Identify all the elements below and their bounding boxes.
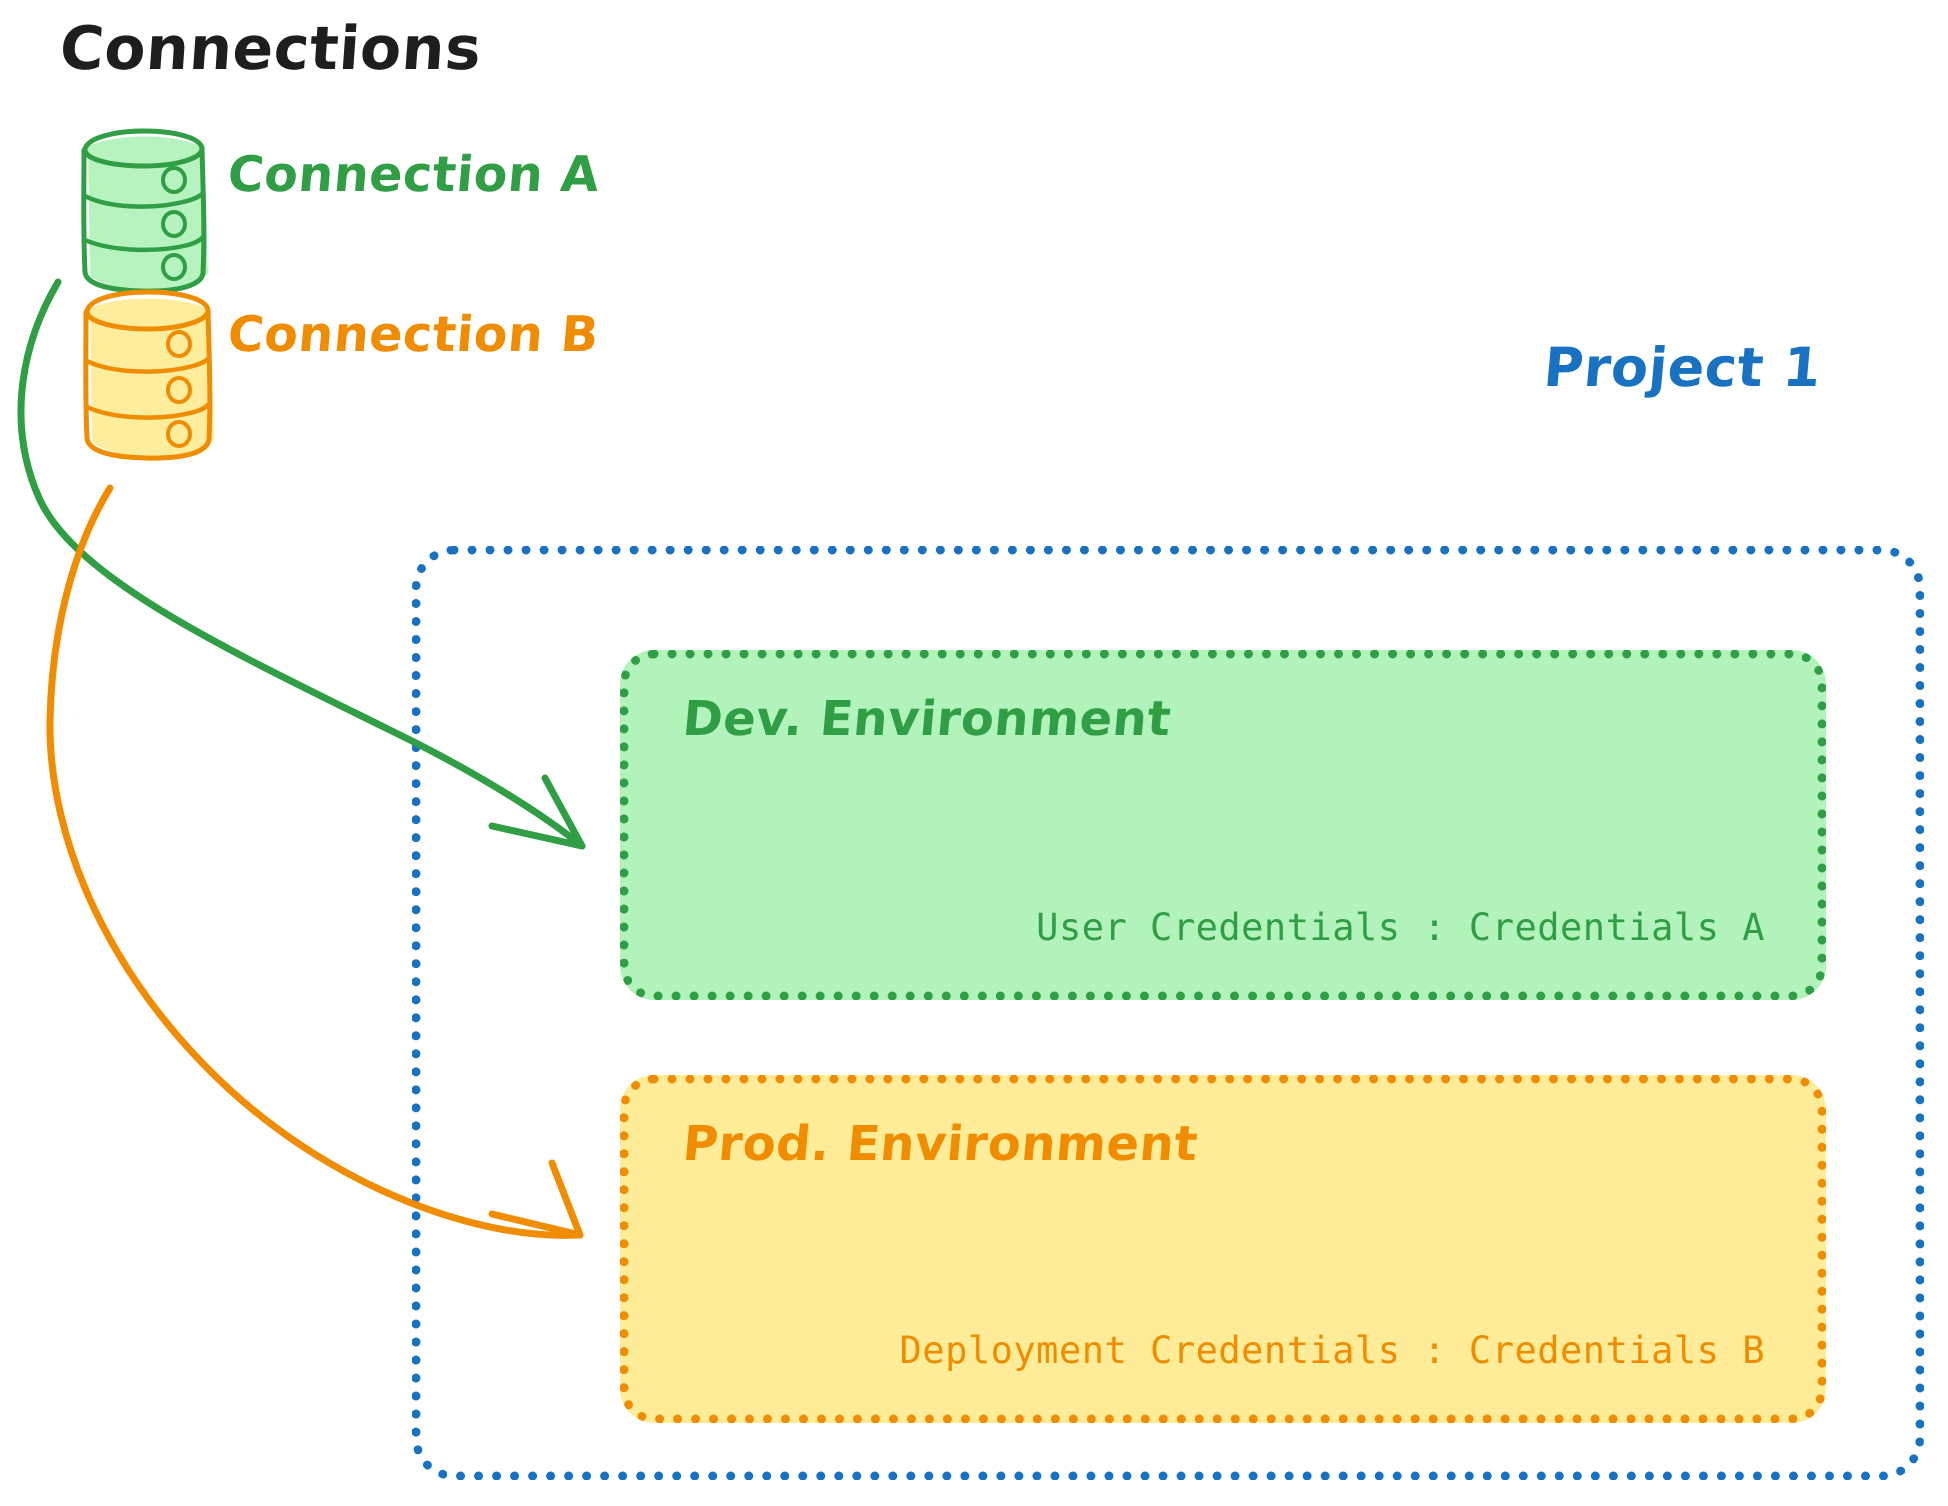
prod-environment-box[interactable]: Prod. Environment Deployment Credentials… <box>620 1075 1826 1423</box>
connection-b-label: Connection B <box>225 306 602 363</box>
database-cylinder-icon-connection-a <box>81 128 208 294</box>
dev-environment-box[interactable]: Dev. Environment User Credentials : Cred… <box>620 650 1826 1000</box>
connection-a-label: Connection A <box>225 146 602 203</box>
database-cylinder-icon-connection-b <box>83 289 214 461</box>
dev-environment-credentials: User Credentials : Credentials A <box>1036 906 1765 949</box>
project-title: Project 1 <box>1541 336 1824 399</box>
dev-environment-title: Dev. Environment <box>680 691 1174 747</box>
prod-environment-credentials: Deployment Credentials : Credentials B <box>899 1329 1765 1372</box>
prod-environment-title: Prod. Environment <box>680 1116 1201 1172</box>
connections-heading: Connections <box>57 14 484 84</box>
